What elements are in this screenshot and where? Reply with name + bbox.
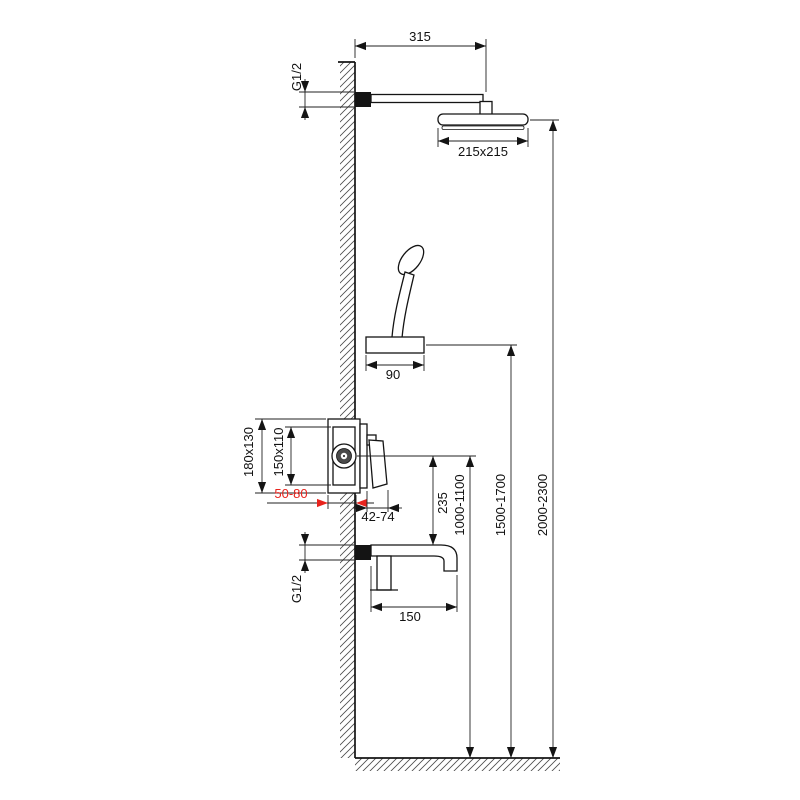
dim-mixer-height: 1000-1100 [452, 456, 475, 758]
handshower-holder [365, 336, 425, 354]
dim-holder-width-label: 90 [386, 367, 400, 382]
extension-lines [255, 418, 326, 494]
mixer-valve-center-dot [343, 455, 345, 457]
floor-hatch [355, 758, 560, 771]
mixer-handle-grip [368, 439, 388, 489]
dim-head-size-label: 215x215 [458, 144, 508, 159]
bath-spout [355, 544, 458, 591]
arm-wall-connector [355, 92, 371, 107]
handshower-handle [391, 271, 415, 339]
dim-spout-length-label: 150 [399, 609, 421, 624]
hand-shower [365, 244, 425, 354]
dim-box-outer-label: 180x130 [241, 427, 256, 477]
handshower-head [397, 244, 425, 276]
dim-arm-length-label: 315 [409, 29, 431, 44]
wall-hatch [340, 62, 355, 758]
dim-top-connection-label: G1/2 [289, 63, 304, 91]
spout-body [370, 544, 458, 572]
dim-holder-width: 90 [365, 355, 425, 382]
dim-box-outer: 180x130 [241, 418, 326, 494]
dim-handle-clearance-label: 42-74 [361, 509, 394, 524]
dim-spout-connection: G1/2 [289, 532, 354, 603]
dim-arm-length: 315 [354, 29, 487, 92]
dim-spout-length: 150 [370, 566, 458, 624]
floor [355, 757, 560, 771]
spout-lower-fitting [376, 555, 392, 591]
dim-box-inner-label: 150x110 [271, 428, 286, 477]
dim-head-height-label: 2000-2300 [535, 474, 550, 536]
dim-embed-depth-label: 50-80 [274, 486, 307, 501]
dim-mixer-to-spout-label: 235 [435, 492, 450, 514]
dim-head-size: 215x215 [437, 128, 529, 159]
shower-head-faceplate [441, 125, 525, 130]
spout-wall-connector [355, 545, 371, 560]
dim-handshower-height-label: 1500-1700 [493, 474, 508, 536]
dim-mixer-to-spout: 235 [357, 455, 476, 545]
wall [338, 61, 356, 758]
dim-top-connection: G1/2 [289, 63, 354, 120]
shower-arm [370, 93, 484, 104]
overhead-shower [355, 92, 529, 130]
shower-head-body [437, 113, 529, 126]
dim-spout-connection-label: G1/2 [289, 575, 304, 603]
dim-box-inner: 150x110 [271, 426, 331, 486]
dim-head-height: 2000-2300 [530, 119, 559, 758]
extension-lines [285, 426, 331, 486]
extension-lines [354, 39, 487, 92]
arm-drop-elbow [479, 100, 493, 116]
dim-handle-clearance: 42-74 [353, 490, 402, 524]
dim-handshower-height: 1500-1700 [426, 344, 517, 758]
dim-mixer-height-label: 1000-1100 [452, 474, 467, 535]
